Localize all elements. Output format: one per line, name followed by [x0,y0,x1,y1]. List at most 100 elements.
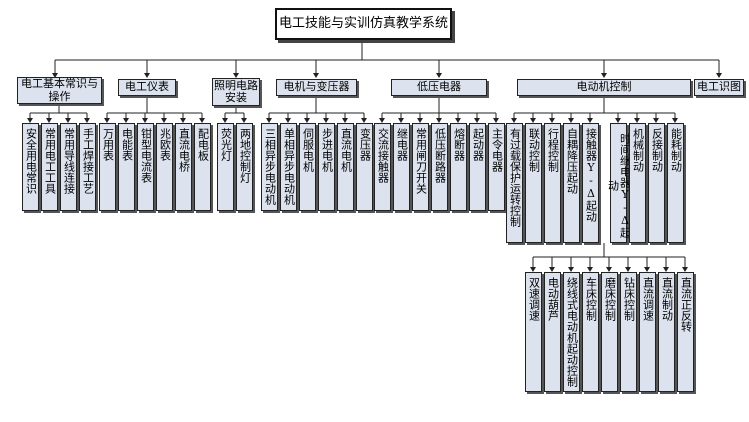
item-fluorescent-lamp: 荧光灯 [217,123,234,211]
item-distribution-board: 配电板 [194,123,211,211]
category-meters: 电工仪表 [118,79,176,96]
connector-arrow [180,118,186,123]
connector-arrow [342,118,348,123]
item-single-phase-motor: 单相异步电动机 [280,123,297,211]
item-stepper-motor: 步进电机 [318,123,335,211]
item-starter: 起动器 [469,123,486,211]
connector-arrow [530,267,536,272]
item-hand-soldering: 手工焊接工艺 [79,123,96,211]
item-three-phase-motor: 三相异步电动机 [261,123,278,211]
item-safe-electricity: 安全用电常识 [22,123,39,211]
item-timer-star-delta: 时间继电器Y-Δ起动 [607,123,632,243]
connector-arrow [199,118,205,123]
connector-arrow [511,118,517,123]
connector-arrow [549,118,555,123]
connector-arrow [417,118,423,123]
connector-arrow [606,267,612,272]
connector-arrow [530,118,536,123]
item-overload-control: 有过载保护运转控制 [506,123,523,243]
subitem-grinder-control: 磨床控制 [601,272,618,392]
connector-arrow [313,73,319,78]
connector-arrow [672,118,678,123]
connector-arrow [663,267,669,272]
category-low-voltage: 低压电器 [391,79,487,96]
connector-arrow [233,73,239,78]
item-ac-contactor: 交流接触器 [374,123,391,211]
item-wire-connection: 常用导线连接 [60,123,77,211]
category-motors: 电机与变压器 [276,79,357,96]
connector-arrow [123,118,129,123]
subitem-dc-brake: 直流制动 [658,272,675,392]
connector-arrow [266,118,272,123]
item-common-tools: 常用电工工具 [41,123,58,211]
diagram-title: 电工技能与实训仿真教学系统 [275,8,452,40]
item-fuse: 熔断器 [450,123,467,211]
connector-arrow [493,118,499,123]
item-energy-meter: 电能表 [118,123,135,211]
item-knife-switch: 常用闸刀开关 [412,123,429,211]
item-reverse-brake: 反接制动 [648,123,665,243]
subitem-two-speed: 双速调速 [525,272,542,392]
connector-arrow [285,118,291,123]
connector-arrow [436,73,442,78]
item-megohmmeter: 兆欧表 [156,123,173,211]
connector-arrow [27,118,33,123]
connector-arrow [323,118,329,123]
item-transformer: 变压器 [356,123,373,211]
subitem-dc-speed: 直流调速 [639,272,656,392]
item-travel-control: 行程控制 [544,123,561,243]
subitem-lathe-control: 车床控制 [582,272,599,392]
connector-arrow [549,267,555,272]
connector-arrow [653,118,659,123]
category-drawing-reading: 电工识图 [694,79,744,96]
item-linkage-control: 联动控制 [525,123,542,243]
connector-arrow [161,118,167,123]
item-relay: 继电器 [393,123,410,211]
connector-arrow [644,267,650,272]
connector-arrow [361,118,367,123]
item-dynamic-brake: 能耗制动 [667,123,684,243]
connector-arrow [587,267,593,272]
connector-arrow [379,118,385,123]
item-circuit-breaker: 低压断路器 [431,123,448,211]
connector-arrow [587,118,593,123]
connector-arrow [474,118,480,123]
item-mechanical-brake: 机械制动 [629,123,646,243]
connector-arrow [601,73,607,78]
connector-arrow [455,118,461,123]
connector-arrow [716,73,722,78]
connector-arrow [682,267,688,272]
subitem-wound-rotor-start: 绕线式电动机起动控制 [563,272,580,392]
item-dc-bridge: 直流电桥 [175,123,192,211]
connector-arrow [52,73,58,78]
item-autotransformer-start: 自耦降压起动 [563,123,580,243]
category-lighting: 照明电路安装 [212,78,260,106]
item-contactor-star-delta: 接触器Y-Δ起动 [582,123,599,243]
connector-arrow [222,118,228,123]
connector-arrow [634,118,640,123]
item-dc-motor: 直流电机 [337,123,354,211]
connector-arrow [104,118,110,123]
item-multimeter: 万用表 [99,123,116,211]
subitem-electric-hoist: 电动葫芦 [544,272,561,392]
connector-arrow [304,118,310,123]
item-servo-motor: 伺服电机 [299,123,316,211]
connector-arrow [144,73,150,78]
connector-arrow [142,118,148,123]
connector-arrow [568,118,574,123]
item-clamp-meter: 钳型电流表 [137,123,154,211]
connector-arrow [436,118,442,123]
connector-arrow [625,267,631,272]
connector-arrow [568,267,574,272]
item-two-way-light: 两地控制灯 [236,123,253,211]
subitem-drill-control: 钻床控制 [620,272,637,392]
connector-arrow [84,118,90,123]
connector-arrow [615,118,621,123]
item-master-switch: 主令电器 [488,123,505,211]
category-basic: 电工基本常识与操作 [17,77,102,104]
connector-arrow [65,118,71,123]
subitem-dc-reversing: 直流正反转 [677,272,694,392]
connector-arrow [241,118,247,123]
